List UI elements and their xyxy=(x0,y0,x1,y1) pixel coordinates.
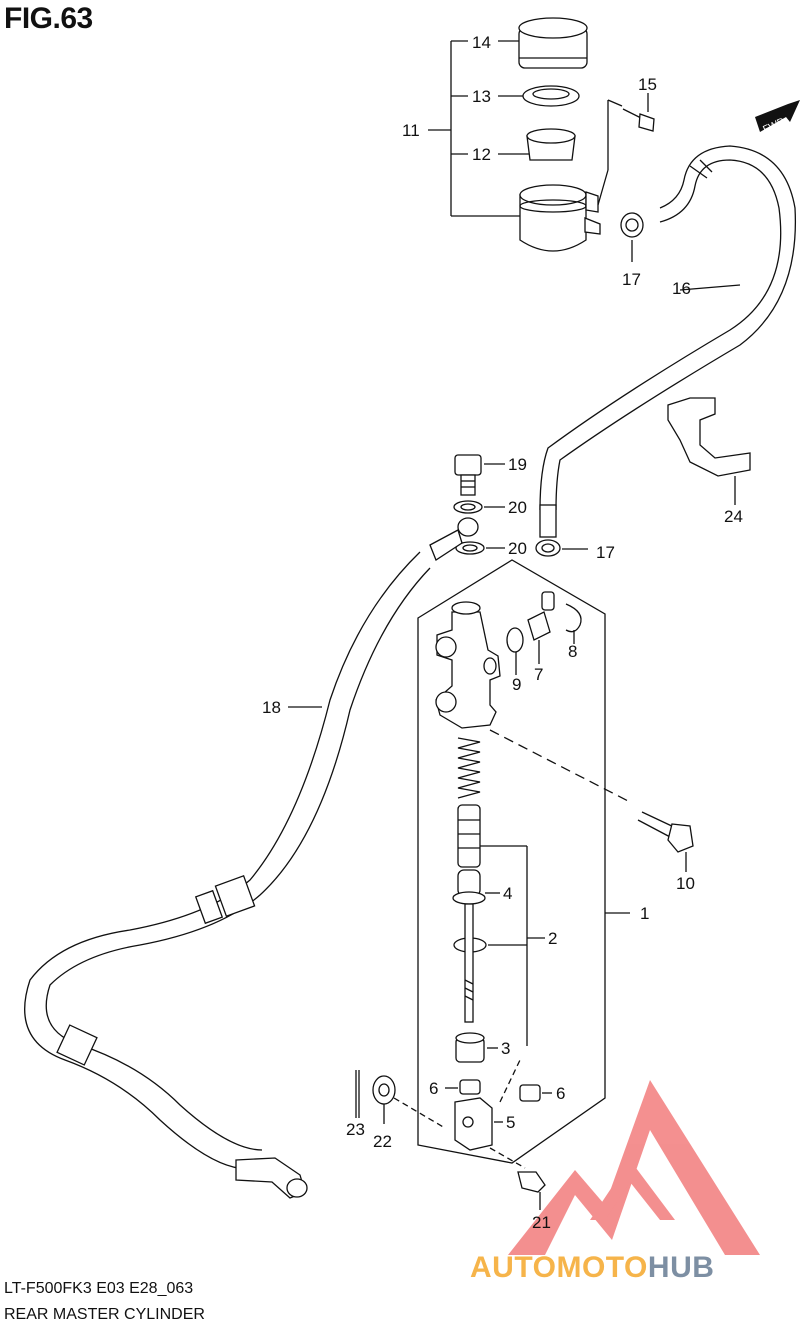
part-label-12: 12 xyxy=(472,145,491,164)
part-label-5: 5 xyxy=(506,1113,515,1132)
union-bolt-part xyxy=(454,454,505,496)
watermark-text: AUTOMOTOHUB xyxy=(470,1251,714,1285)
boot-part xyxy=(455,1032,498,1063)
watermark-text-part1: AUTOMOTO xyxy=(470,1251,648,1284)
assembly-name: REAR MASTER CYLINDER xyxy=(4,1306,205,1323)
fwd-arrow: FWD xyxy=(755,100,800,136)
bolt-part xyxy=(637,811,694,872)
part-label-8: 8 xyxy=(568,642,577,661)
hose-bracket-part xyxy=(667,397,751,505)
push-rod-part xyxy=(464,903,474,1023)
part-label-22: 22 xyxy=(373,1132,392,1151)
part-label-2: 2 xyxy=(548,929,557,948)
clevis-pin-part xyxy=(517,1171,546,1210)
part-label-13: 13 xyxy=(472,87,491,106)
cotter-pin-part xyxy=(355,1070,360,1118)
part-label-6-right: 6 xyxy=(556,1084,565,1103)
part-label-10: 10 xyxy=(676,874,695,893)
gasket-upper-part xyxy=(453,500,505,514)
assembly-outline xyxy=(417,559,606,1164)
part-label-20-lower: 20 xyxy=(508,539,527,558)
circlip-8-part xyxy=(565,603,582,644)
gasket-lower-part xyxy=(455,541,505,555)
part-label-21: 21 xyxy=(532,1213,551,1232)
part-label-18: 18 xyxy=(262,698,281,717)
nut-right-part xyxy=(499,1059,552,1103)
push-rod-end-part xyxy=(452,869,500,905)
part-label-3: 3 xyxy=(501,1039,510,1058)
group-bracket-11 xyxy=(428,40,522,217)
part-label-17-lower: 17 xyxy=(596,543,615,562)
reservoir-hose-part xyxy=(539,145,797,538)
part-label-20-upper: 20 xyxy=(508,498,527,517)
model-code: LT-F500FK3 E03 E28_063 xyxy=(4,1280,194,1297)
brake-hose-part xyxy=(24,517,479,1199)
part-label-23: 23 xyxy=(346,1120,365,1139)
hose-clamp-upper-part xyxy=(620,212,644,262)
oring-part xyxy=(506,627,524,675)
return-spring-part xyxy=(457,737,481,799)
figure-title: FIG.63 xyxy=(4,2,93,35)
screw-part xyxy=(597,93,655,206)
watermark-text-part2: HUB xyxy=(647,1251,715,1284)
part-label-4: 4 xyxy=(503,884,512,903)
clevis-part xyxy=(454,1097,526,1169)
reservoir-body-part xyxy=(519,184,601,252)
washer-part xyxy=(372,1075,446,1129)
diaphragm-plate-part xyxy=(498,85,580,107)
master-cylinder-body-part xyxy=(435,601,501,729)
nut-left-part xyxy=(445,1079,481,1095)
part-label-19: 19 xyxy=(508,455,527,474)
piston-set-part xyxy=(457,804,545,1046)
part-label-15: 15 xyxy=(638,75,657,94)
part-label-24: 24 xyxy=(724,507,743,526)
part-label-6-left: 6 xyxy=(429,1079,438,1098)
part-label-11: 11 xyxy=(402,121,420,140)
part-label-1: 1 xyxy=(640,904,649,923)
part-label-17-upper: 17 xyxy=(622,270,641,289)
part-label-16: 16 xyxy=(672,279,691,298)
part-label-9: 9 xyxy=(512,675,521,694)
reservoir-cap-part xyxy=(498,17,588,69)
hose-clamp-lower-part xyxy=(535,539,588,557)
union-fitting-part xyxy=(527,591,555,664)
watermark-logo xyxy=(508,1080,760,1255)
part-label-7: 7 xyxy=(534,665,543,684)
diaphragm-part xyxy=(498,128,576,161)
part-label-14: 14 xyxy=(472,33,491,52)
